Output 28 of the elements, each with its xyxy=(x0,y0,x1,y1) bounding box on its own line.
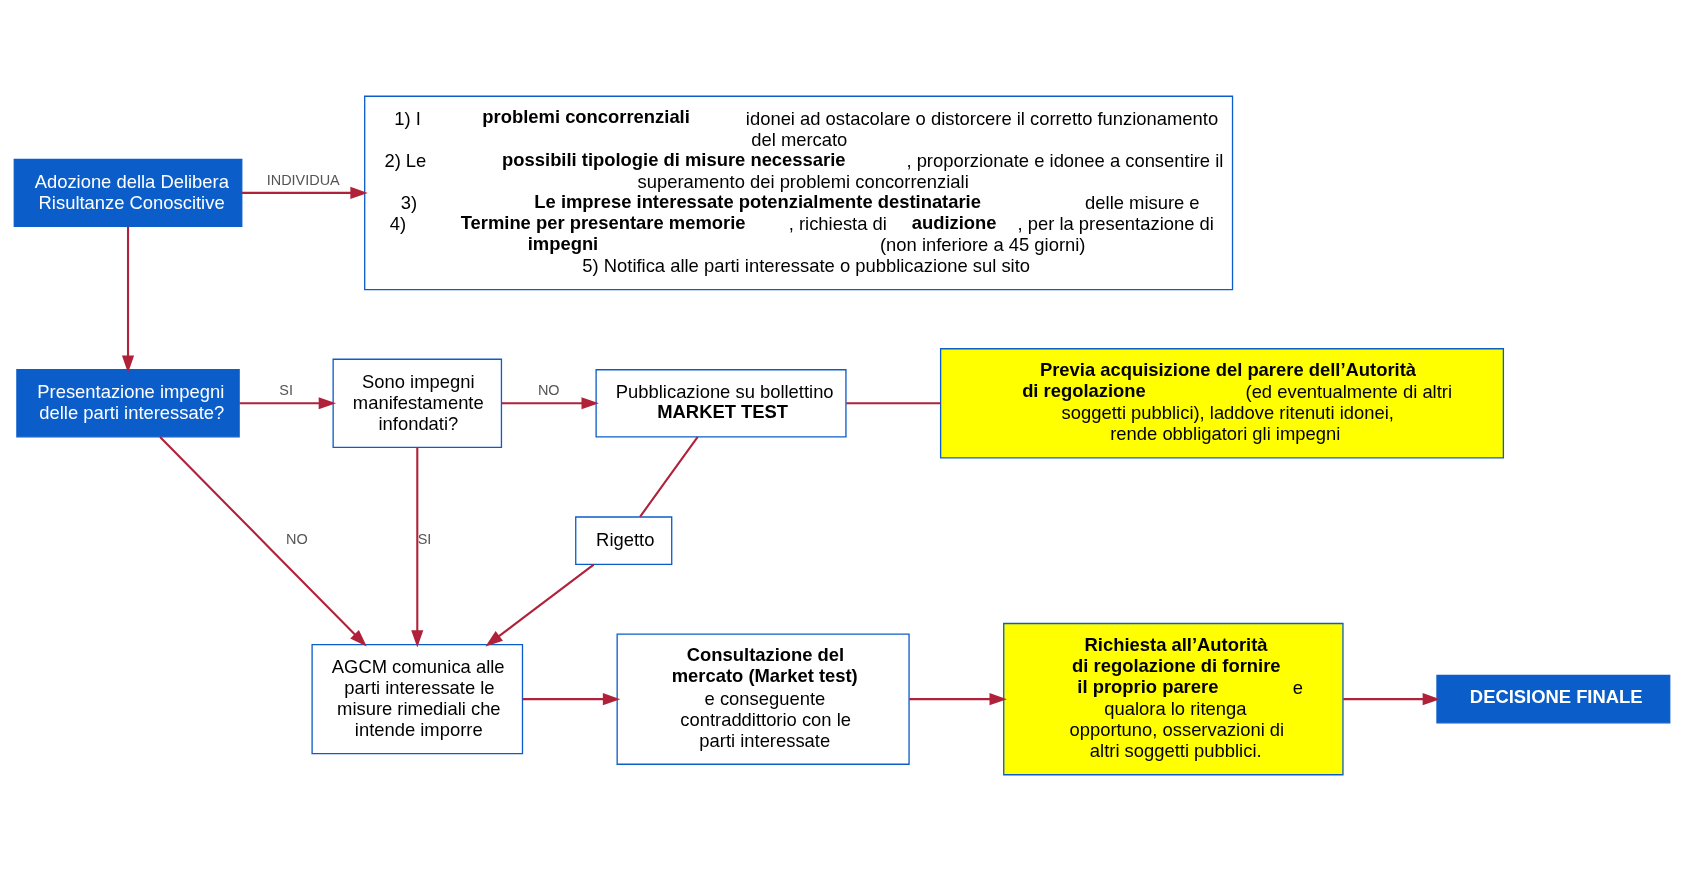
edge-label: SI xyxy=(279,381,293,398)
arrow xyxy=(485,563,595,646)
edge-label: NO xyxy=(537,381,560,398)
connector xyxy=(846,401,941,404)
edge-label: SI xyxy=(417,530,432,547)
arrow xyxy=(1343,692,1440,705)
node-box: Adozione della Delibera Risultanze Conoscitive xyxy=(13,158,243,227)
arrow xyxy=(909,692,1007,705)
arrow xyxy=(239,396,337,409)
node-box: Rigetto xyxy=(575,515,673,565)
node-box: Consultazione del mercato (Market test) e conseguente contraddittorio con le parti interessate xyxy=(616,632,910,765)
arrow xyxy=(159,435,367,647)
node-box: Pubblicazione su bollettino MARKET TEST xyxy=(595,368,847,437)
arrow xyxy=(522,692,621,705)
edge-label: NO xyxy=(286,530,308,547)
node-box: 1) I problemi concorrenziali idonei ad ostacolare o distorcere il corretto funzionamento del mercato 2) Le possibili tipologie di misure necessarie, proporzionate e idonee a consentire il superamento dei problemi concorrenziali 3) Le imprese interessate potenzialmente destinatarie delle misure e 4) Termine per presentare memorie, richiesta di audizione, per la presentazione di impegni (non inferiore a 45 giorni) 5) Notifica alle parti interessate o pubblicazione sul sito xyxy=(364,95,1234,290)
arrow xyxy=(121,226,135,373)
node-box: AGCM comunica alle parti interessate le misure rimediali che intende imporre xyxy=(311,643,524,754)
node-box: DECISIONE FINALE xyxy=(1436,674,1671,723)
connector xyxy=(639,435,699,517)
node-box: Previa acquisizione del parere dell’Autorità di regolazione (ed eventualmente di altri soggetti pubblici), laddove ritenuti idonei, rende obbligatori gli impegni xyxy=(939,347,1505,458)
arrow xyxy=(501,396,599,409)
node-box: Richiesta all’Autorità di regolazione di fornire il proprio parere e qualora lo ritenga opportuno, osservazioni di altri soggetti pubblici. xyxy=(1003,622,1344,775)
edge-label: INDIVIDUA xyxy=(266,171,340,188)
arrow xyxy=(241,186,368,199)
node-box: Sono impegni manifestamente infondati? xyxy=(332,358,503,448)
arrow xyxy=(411,447,424,648)
node-box: Presentazione impegni delle parti interessate? xyxy=(16,368,240,437)
